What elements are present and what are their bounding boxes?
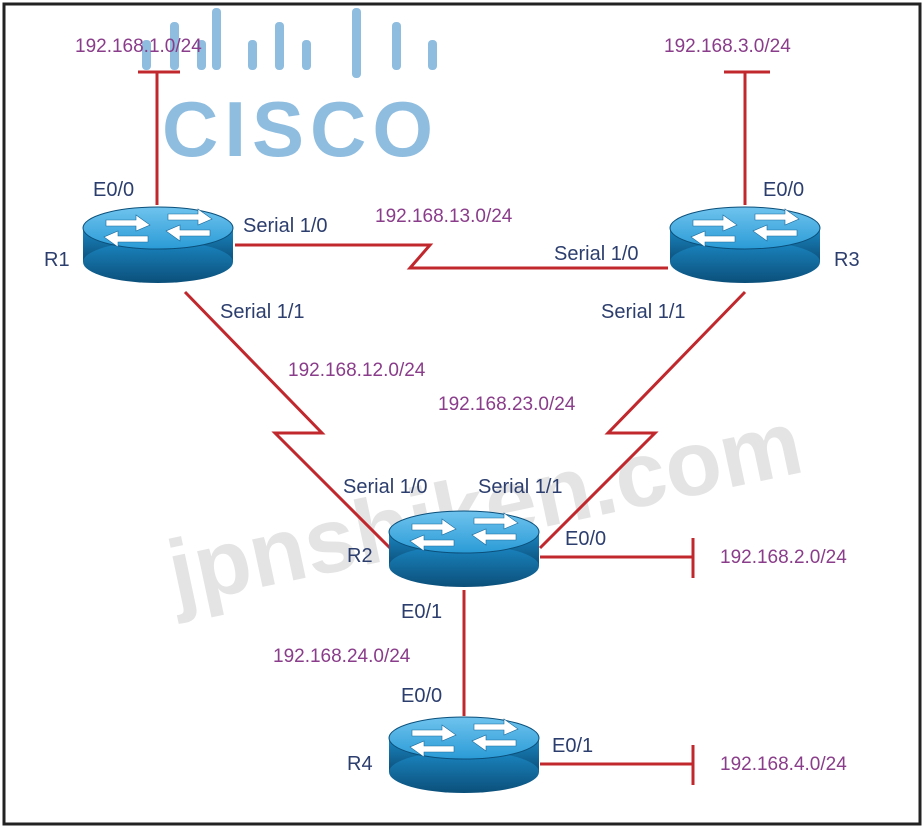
router-icon (669, 206, 821, 284)
network-label-r1-lan: 192.168.1.0/24 (75, 36, 202, 57)
router-icon (388, 716, 540, 794)
interface-label-r1-s10: Serial 1/0 (243, 215, 328, 237)
network-label-r3-lan: 192.168.3.0/24 (664, 36, 791, 57)
interface-label-r2-s11: Serial 1/1 (478, 476, 563, 498)
interface-label-r4-e00: E0/0 (401, 685, 442, 707)
links (138, 70, 770, 785)
network-label-r2-r3: 192.168.23.0/24 (438, 394, 576, 415)
interface-label-r3-s10: Serial 1/0 (554, 243, 639, 265)
router-label: R3 (834, 249, 860, 271)
r2-r3-serial-link (538, 290, 747, 550)
r1-r3-serial-link (235, 243, 668, 270)
network-label-r2-lan: 192.168.2.0/24 (720, 547, 847, 568)
interface-label-r1-s11: Serial 1/1 (220, 301, 305, 323)
network-label-r1-r2: 192.168.12.0/24 (288, 360, 426, 381)
watermark: jpnshiken.com (157, 391, 810, 625)
router-r2[interactable]: R2 (347, 510, 540, 588)
router-label: R4 (347, 753, 373, 775)
router-icon (388, 510, 540, 588)
interface-label-r3-e00: E0/0 (763, 179, 804, 201)
interface-label-r3-s11: Serial 1/1 (601, 301, 686, 323)
network-label-r4-lan: 192.168.4.0/24 (720, 754, 847, 775)
router-label: R1 (44, 249, 70, 271)
interface-label-r1-e00: E0/0 (93, 179, 134, 201)
router-r1[interactable]: R1 (44, 206, 234, 284)
router-icon (82, 206, 234, 284)
router-label: R2 (347, 545, 373, 567)
interface-label-r2-s10: Serial 1/0 (343, 476, 428, 498)
r1-r2-serial-link (183, 290, 392, 550)
network-label-r1-r3: 192.168.13.0/24 (375, 206, 513, 227)
network-label-r2-r4: 192.168.24.0/24 (273, 646, 411, 667)
cisco-logo: CISCO (142, 8, 439, 173)
router-r3[interactable]: R3 (669, 206, 860, 284)
router-r4[interactable]: R4 (347, 716, 540, 794)
interface-label-r2-e01: E0/1 (401, 601, 442, 623)
cisco-logo-text: CISCO (162, 85, 439, 173)
interface-label-r4-e01: E0/1 (552, 735, 593, 757)
interface-label-r2-e00: E0/0 (565, 528, 606, 550)
